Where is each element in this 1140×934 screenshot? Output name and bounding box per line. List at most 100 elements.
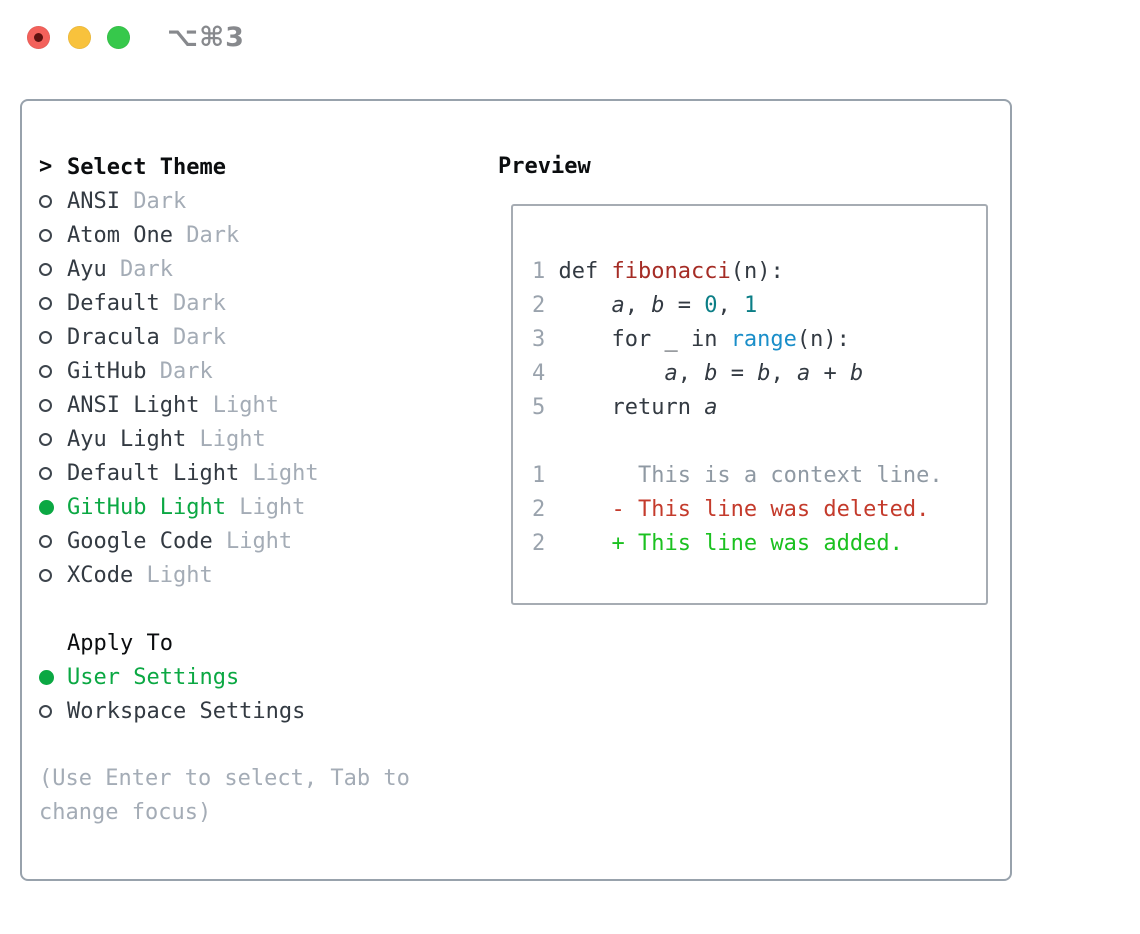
theme-option-github-light[interactable]: GitHub Light Light: [39, 490, 489, 524]
theme-variant: Dark: [106, 256, 173, 282]
apply-option-user-settings[interactable]: User Settings: [39, 660, 489, 694]
theme-option-label: Atom One Dark: [67, 223, 239, 248]
code-segment: def: [545, 259, 612, 284]
theme-variant: Dark: [159, 324, 226, 350]
help-text-line: (Use Enter to select, Tab to: [39, 766, 410, 791]
code-segment: =: [717, 361, 758, 386]
theme-option-atom-one[interactable]: Atom One Dark: [39, 218, 489, 252]
theme-option-label: ANSI Light Light: [67, 393, 279, 418]
theme-option-label: GitHub Light Light: [67, 495, 305, 520]
line-number: 2: [532, 531, 546, 556]
theme-option-ayu[interactable]: Ayu Dark: [39, 252, 489, 286]
theme-variant: Light: [225, 494, 306, 520]
code-line: 1 This is a context line.: [532, 459, 943, 493]
code-segment: b: [704, 361, 718, 386]
radio-icon: [39, 466, 52, 480]
code-segment: [545, 293, 611, 318]
theme-option-xcode[interactable]: XCode Light: [39, 558, 489, 592]
code-line: 3 for _ in range(n):: [532, 323, 943, 357]
theme-variant: Light: [212, 528, 293, 554]
theme-name: GitHub Light: [67, 494, 226, 520]
radio-icon: [39, 296, 52, 310]
code-segment: +: [810, 361, 850, 386]
line-number: 4: [532, 361, 546, 386]
theme-name: Google Code: [67, 528, 213, 554]
code-segment: a: [796, 361, 811, 386]
theme-name: Default Light: [67, 460, 240, 486]
theme-option-google-code[interactable]: Google Code Light: [39, 524, 489, 558]
theme-option-ansi-light[interactable]: ANSI Light Light: [39, 388, 489, 422]
code-segment: b: [757, 361, 771, 386]
code-line: 2 a, b = 0, 1: [532, 289, 943, 323]
theme-option-ansi[interactable]: ANSI Dark: [39, 184, 489, 218]
theme-variant: Dark: [159, 290, 226, 316]
code-segment: ,: [624, 293, 652, 318]
apply-option-label: Workspace Settings: [67, 698, 306, 724]
code-segment: =: [664, 293, 705, 318]
apply-option-label: User Settings: [67, 664, 240, 690]
code-segment: return: [545, 395, 705, 420]
theme-name: Dracula: [67, 324, 160, 350]
code-line: [532, 425, 943, 459]
radio-icon: [39, 228, 52, 242]
code-segment: (n):: [796, 327, 850, 352]
code-segment: 1: [743, 293, 758, 318]
radio-icon: [39, 704, 52, 718]
theme-variant: Dark: [146, 358, 213, 384]
line-number: 5: [532, 395, 546, 420]
theme-name: ANSI: [67, 188, 120, 214]
theme-variant: Light: [133, 562, 213, 588]
theme-option-label: Ayu Dark: [67, 257, 173, 282]
theme-option-default-light[interactable]: Default Light Light: [39, 456, 489, 490]
theme-name: ANSI Light: [67, 392, 200, 418]
line-number: 1: [532, 463, 546, 488]
code-segment: 0: [704, 293, 718, 318]
theme-name: Default: [67, 290, 160, 316]
maximize-button[interactable]: [107, 26, 130, 49]
apply-option-workspace-settings[interactable]: Workspace Settings: [39, 694, 489, 728]
radio-icon: [39, 364, 52, 378]
close-button[interactable]: [27, 26, 50, 49]
theme-option-label: Ayu Light Light: [67, 427, 266, 452]
theme-option-label: Dracula Dark: [67, 325, 226, 350]
code-segment: - This line was deleted.: [545, 497, 930, 522]
code-segment: [545, 361, 664, 386]
window-titlebar: ⌥⌘3: [0, 0, 1140, 75]
minimize-button[interactable]: [68, 26, 91, 49]
theme-variant: Light: [199, 392, 279, 418]
apply-to-header: Apply To: [39, 626, 489, 660]
code-segment: fibonacci: [611, 259, 731, 284]
theme-option-ayu-light[interactable]: Ayu Light Light: [39, 422, 489, 456]
theme-name: Atom One: [67, 222, 173, 248]
line-number: 1: [532, 259, 546, 284]
theme-option-label: Default Light Light: [67, 461, 319, 486]
theme-option-default[interactable]: Default Dark: [39, 286, 489, 320]
theme-name: GitHub: [67, 358, 147, 384]
code-segment: for _ in: [545, 327, 731, 352]
code-segment: ,: [677, 361, 705, 386]
theme-option-github[interactable]: GitHub Dark: [39, 354, 489, 388]
spacer: [39, 728, 489, 762]
theme-variant: Dark: [119, 188, 187, 214]
window-title: ⌥⌘3: [167, 22, 245, 53]
radio-icon: [39, 398, 52, 412]
code-line: 4 a, b = b, a + b: [532, 357, 943, 391]
code-segment: + This line was added.: [545, 531, 903, 556]
select-theme-header: > Select Theme: [39, 150, 489, 184]
code-segment: a: [664, 361, 678, 386]
theme-option-label: GitHub Dark: [67, 359, 213, 384]
radio-selected-icon: [39, 499, 54, 515]
theme-variant: Light: [239, 460, 319, 486]
code-segment: range: [730, 327, 797, 352]
code-segment: b: [651, 293, 665, 318]
close-dot-icon: [34, 33, 43, 42]
theme-option-dracula[interactable]: Dracula Dark: [39, 320, 489, 354]
spacer: [39, 592, 489, 626]
help-text-line: change focus): [39, 800, 212, 825]
